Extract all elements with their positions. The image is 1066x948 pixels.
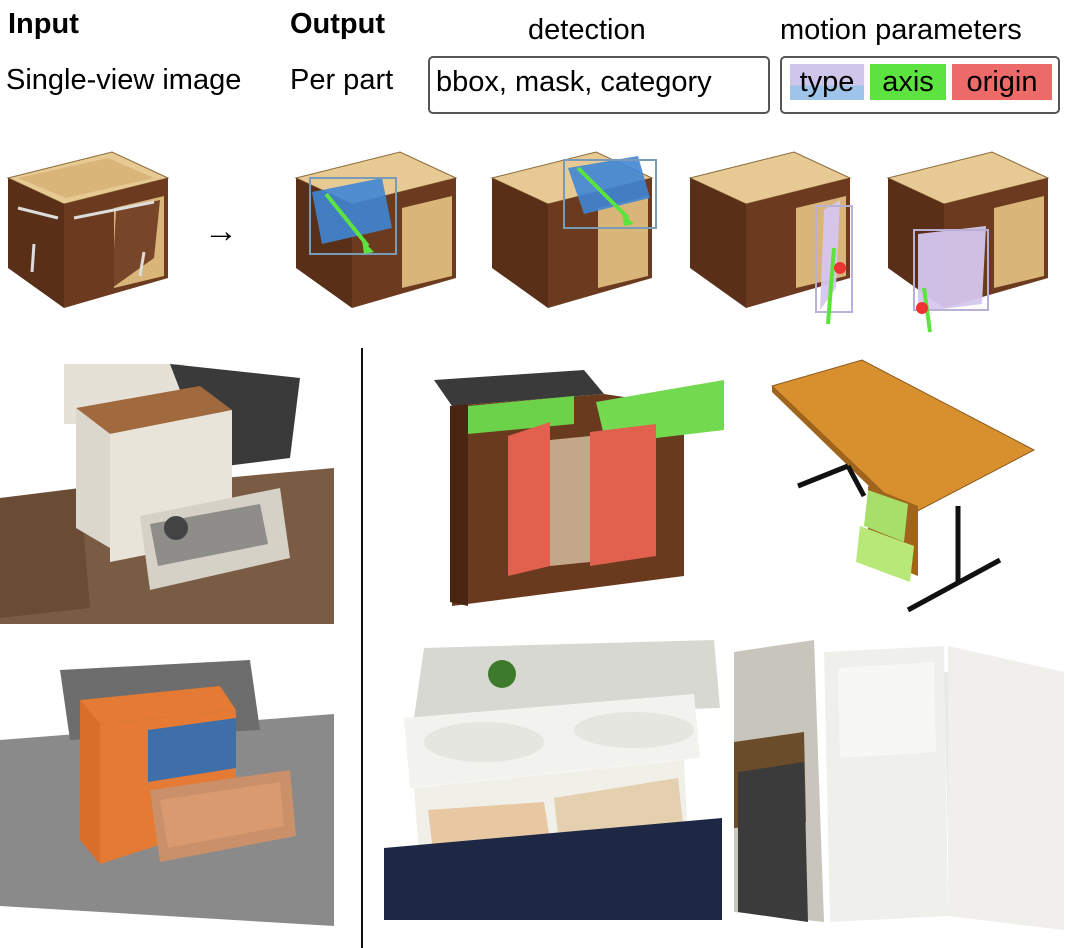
- motion-origin-tag: origin: [952, 64, 1052, 100]
- motion-parameters-title: motion parameters: [780, 14, 1022, 46]
- real-scan-kitchen-rgb: [0, 364, 334, 624]
- output-title: Output: [290, 8, 386, 40]
- motion-type-tag: type: [790, 64, 864, 100]
- detection-box-label: bbox, mask, category: [436, 66, 712, 98]
- motion-axis-tag: axis: [870, 64, 946, 100]
- synthetic-desk-image: [771, 359, 1036, 613]
- synthetic-cabinet-image: [434, 370, 724, 606]
- input-subtitle: Single-view image: [6, 64, 242, 96]
- input-title: Input: [8, 8, 79, 40]
- input-cabinet-image: [6, 151, 170, 308]
- motion-parameters-box: type axis origin: [780, 56, 1060, 114]
- detection-title: detection: [528, 14, 646, 46]
- output-cabinet-drawer-right: [490, 151, 657, 308]
- output-cabinet-door-left: [886, 151, 1050, 333]
- output-cabinet-drawer-left: [294, 151, 458, 308]
- real-scan-kitchen-segmentation: [0, 660, 334, 926]
- section-divider: [361, 348, 363, 948]
- output-subtitle: Per part: [290, 64, 394, 96]
- real-scan-fridge-image: [734, 632, 1064, 930]
- arrow-right-icon: →: [204, 212, 238, 250]
- output-cabinet-door-right: [688, 151, 853, 325]
- detection-box: bbox, mask, category: [428, 56, 770, 114]
- real-scan-bathroom-image: [384, 638, 722, 920]
